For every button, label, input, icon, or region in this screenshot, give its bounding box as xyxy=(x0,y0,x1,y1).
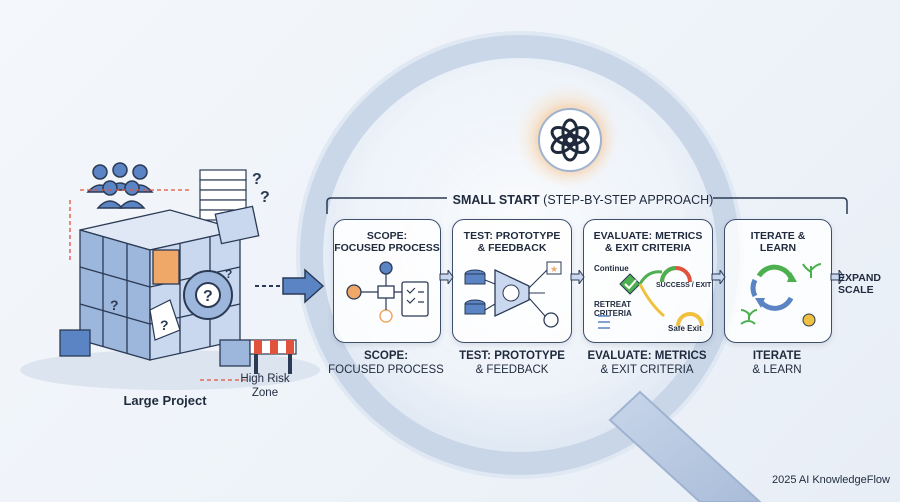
card-title-line2: FOCUSED PROCESS xyxy=(334,242,440,254)
people-icon xyxy=(86,162,154,209)
step-arrow xyxy=(830,270,845,284)
step-card-iterate: ITERATE & LEARN xyxy=(724,219,832,343)
step-arrow xyxy=(439,270,454,284)
card-title-line2: LEARN xyxy=(759,242,797,254)
svg-text:?: ? xyxy=(260,189,270,206)
safe-exit-label: Safe Exit xyxy=(668,324,702,333)
svg-text:?: ? xyxy=(203,288,213,305)
high-risk-zone-label: High Risk Zone xyxy=(230,372,300,400)
below-line2: & FEEDBACK xyxy=(475,364,549,376)
step-label-iterate: ITERATE & LEARN xyxy=(724,349,830,377)
gear-icon: ? xyxy=(183,270,233,320)
step-card-scope: SCOPE: FOCUSED PROCESS xyxy=(333,219,441,343)
retreat-label: RETREAT CRITERIA xyxy=(594,300,632,318)
prototype-icon: ★ xyxy=(464,261,562,328)
step-arrow xyxy=(711,270,726,284)
openai-logo xyxy=(538,108,602,172)
footer-credit: 2025 AI KnowledgeFlow xyxy=(771,474,890,486)
svg-text:?: ? xyxy=(110,297,119,313)
svg-text:?: ? xyxy=(252,171,262,188)
card-title-line1: ITERATE & xyxy=(750,230,806,242)
header-bracket xyxy=(326,197,848,214)
below-line2: & EXIT CRITERIA xyxy=(600,364,694,376)
step-card-test: TEST: PROTOTYPE & FEEDBACK ★ xyxy=(452,219,572,343)
retreat-line1: RETREAT xyxy=(594,300,632,309)
risk-line2: Zone xyxy=(251,387,279,399)
small-start-title: SMALL START (STEP-BY-STEP APPROACH) xyxy=(448,193,718,207)
svg-text:★: ★ xyxy=(550,264,558,274)
card-title-line2: & FEEDBACK xyxy=(477,242,547,254)
below-line1: ITERATE xyxy=(752,350,802,362)
svg-text:?: ? xyxy=(160,317,169,333)
risk-line1: High Risk xyxy=(240,373,290,385)
large-project-label: Large Project xyxy=(123,393,207,408)
card-title-line2: & EXIT CRITERIA xyxy=(604,242,692,254)
step-card-evaluate: EVALUATE: METRICS & EXIT CRITERIA Contin… xyxy=(583,219,713,343)
step-label-test: TEST: PROTOTYPE & FEEDBACK xyxy=(450,349,574,377)
barrier-icon xyxy=(249,339,297,374)
card-title-line1: TEST: PROTOTYPE xyxy=(463,230,561,242)
svg-text:?: ? xyxy=(225,267,232,281)
below-line1: EVALUATE: METRICS xyxy=(587,350,707,362)
step-label-evaluate: EVALUATE: METRICS & EXIT CRITERIA xyxy=(580,349,714,377)
large-project-cube: ? ? ? ? ? ? xyxy=(59,162,297,381)
evaluate-icons xyxy=(598,266,704,329)
process-flow-icon xyxy=(346,261,429,323)
title-rest: (STEP-BY-STEP APPROACH) xyxy=(543,193,714,207)
title-bold: SMALL START xyxy=(452,193,540,207)
card-title-line1: EVALUATE: METRICS xyxy=(593,230,703,242)
expand-line1: EXPAND xyxy=(838,272,881,284)
below-line2: & LEARN xyxy=(752,364,802,376)
below-line1: TEST: PROTOTYPE xyxy=(459,350,565,362)
below-line1: SCOPE: xyxy=(363,350,409,362)
step-label-scope: SCOPE: FOCUSED PROCESS xyxy=(326,349,446,377)
success-exit-label: SUCCESS / EXIT xyxy=(656,282,712,289)
continue-label: Continue xyxy=(594,264,629,273)
card-title-line1: SCOPE: xyxy=(366,230,408,242)
transition-arrow xyxy=(255,268,325,304)
retreat-line2: CRITERIA xyxy=(594,309,632,318)
step-arrow xyxy=(570,270,585,284)
iterate-cycle-icon xyxy=(740,263,822,327)
below-line2: FOCUSED PROCESS xyxy=(328,364,444,376)
expand-scale-label: EXPAND SCALE xyxy=(838,272,881,296)
expand-line2: SCALE xyxy=(838,284,874,296)
